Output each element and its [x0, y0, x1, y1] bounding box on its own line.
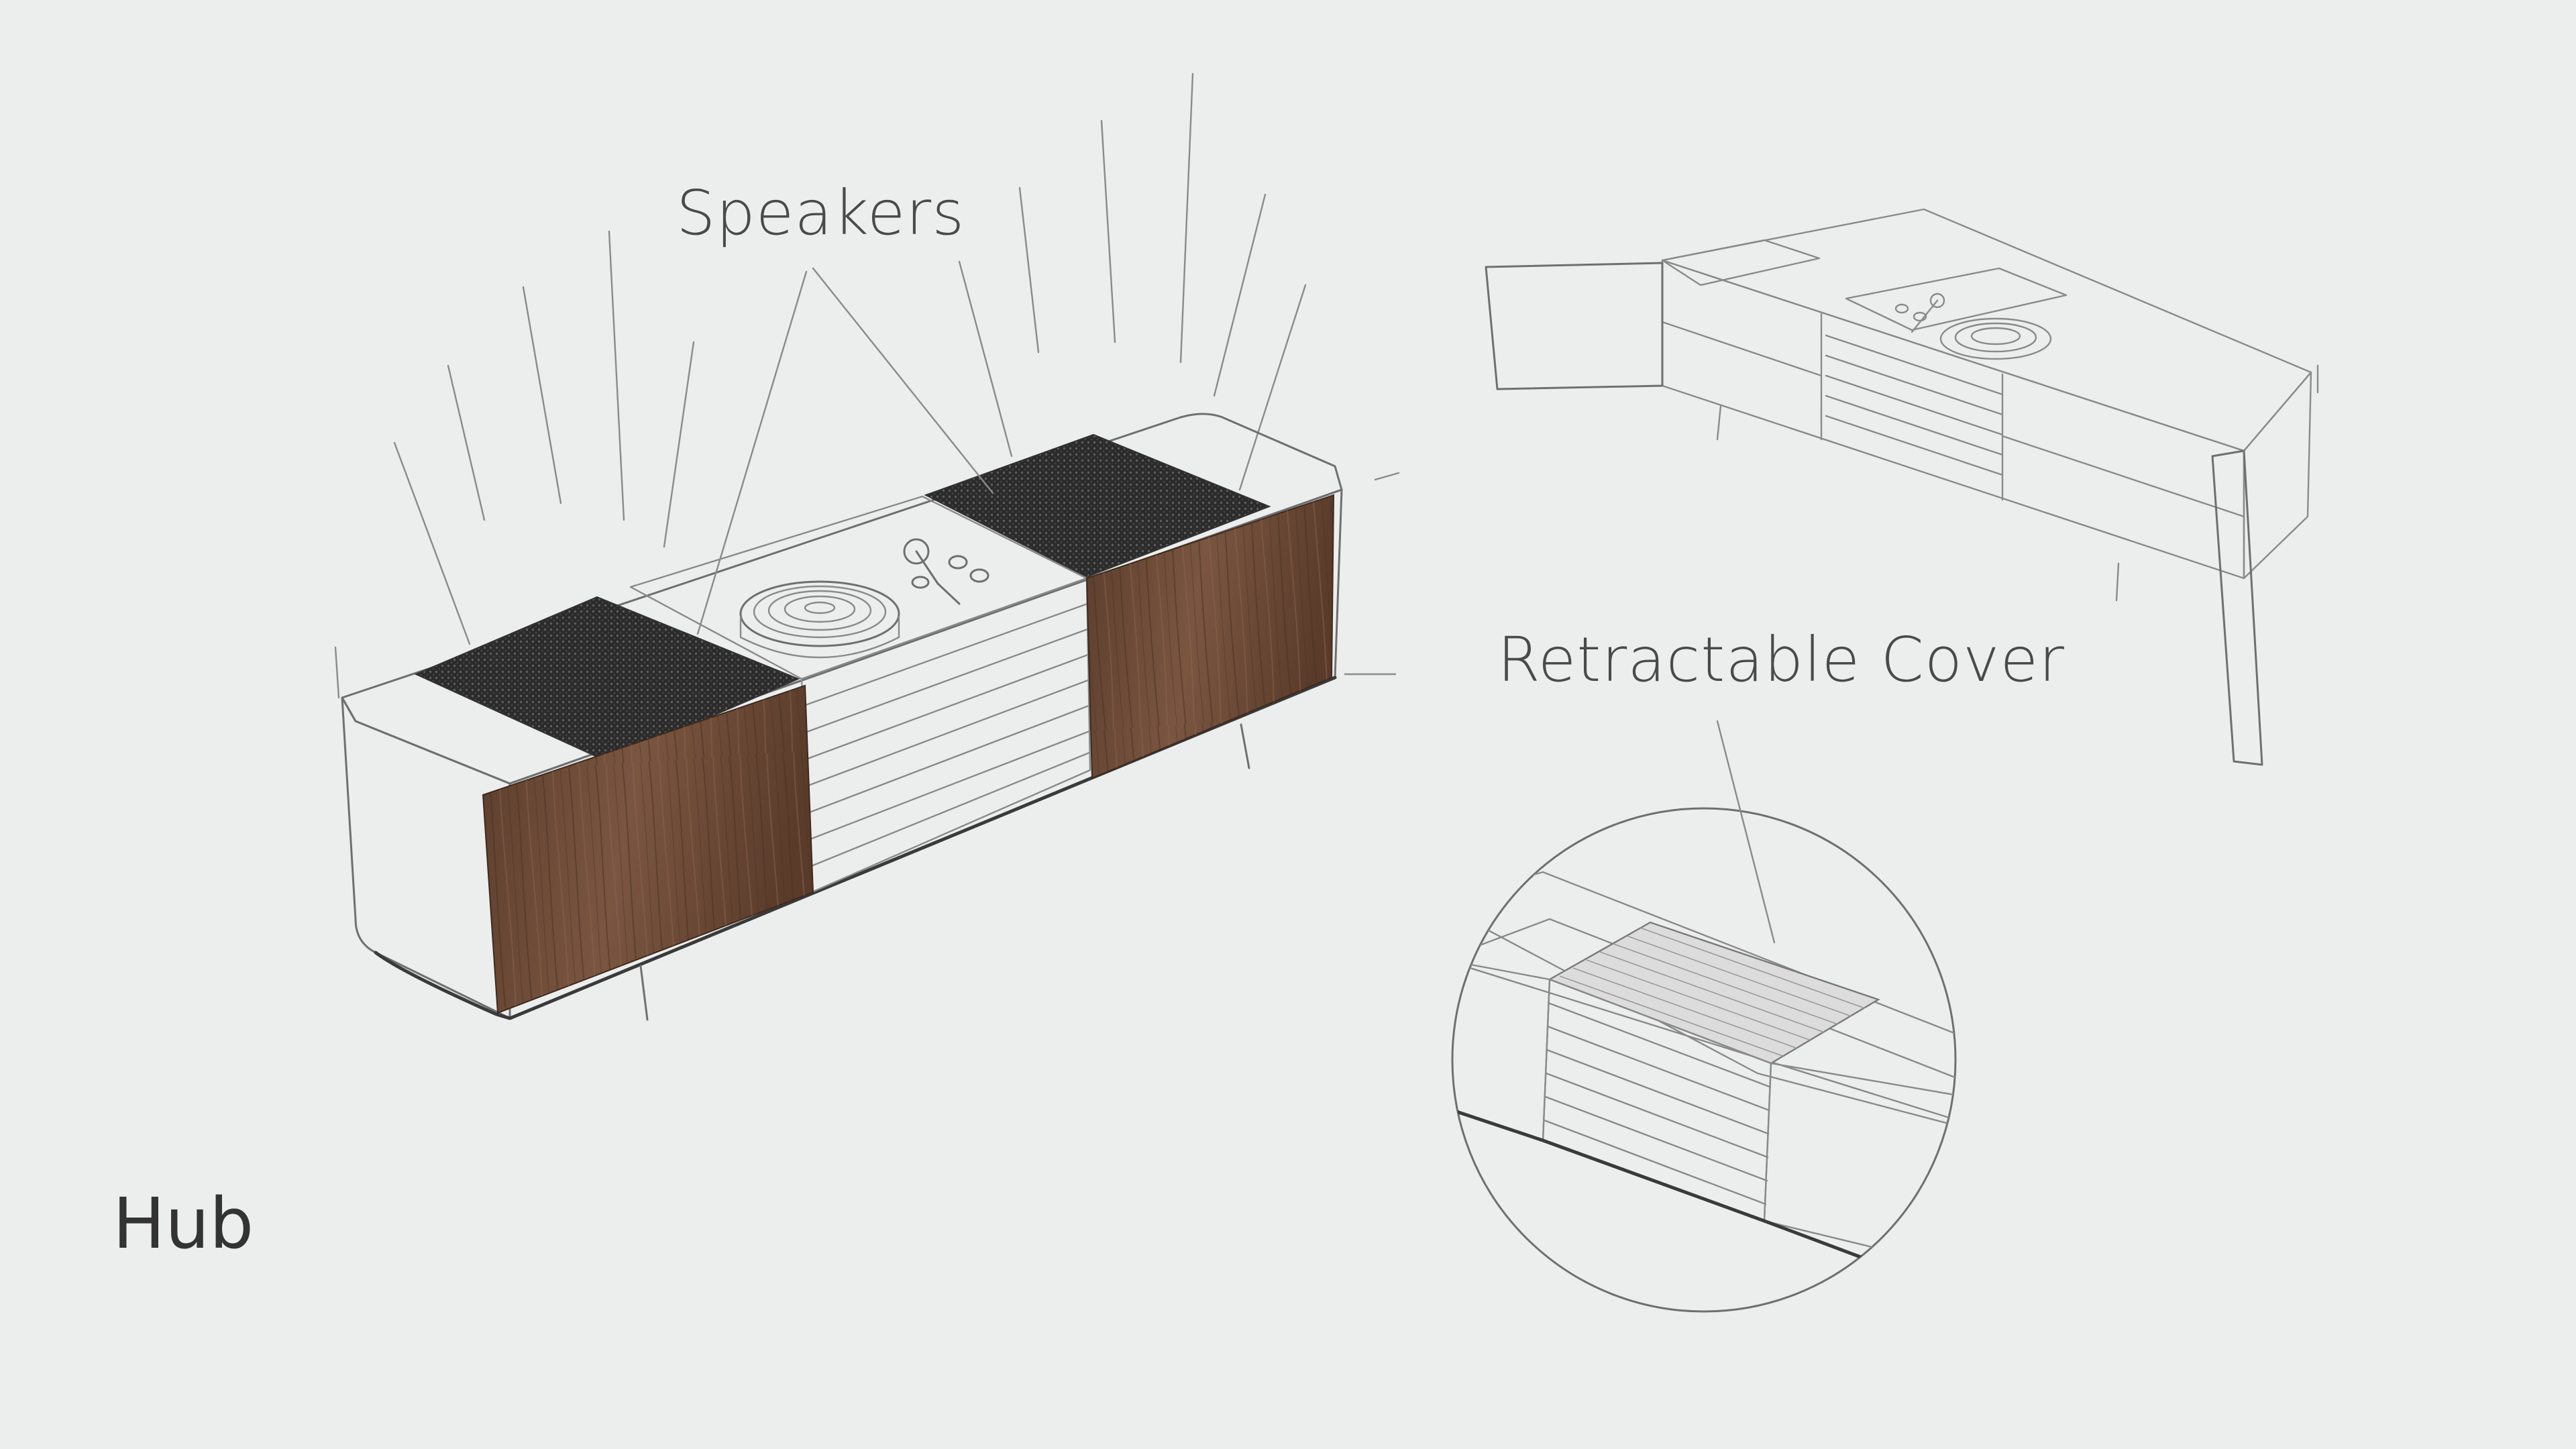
sound-waves-right — [958, 72, 1307, 491]
retractable-cover-detail — [1451, 720, 1957, 1313]
hub-title: Hub — [113, 1183, 254, 1265]
leader-line-cover — [1716, 720, 1776, 944]
speakers-label: Speakers — [676, 177, 965, 249]
retractable-cover-label: Retractable Cover — [1497, 624, 2065, 696]
sound-waves-left — [393, 230, 695, 645]
main-credenza-sketch — [334, 72, 1400, 1021]
leader-line-right-speaker — [812, 267, 994, 494]
tambour-slats-detail — [1543, 1002, 1771, 1205]
tambour-slats-main — [802, 602, 1091, 868]
leader-line-left-speaker — [696, 270, 808, 635]
tambour-slats-open — [1825, 334, 2004, 476]
open-credenza-sketch — [1485, 208, 2319, 766]
